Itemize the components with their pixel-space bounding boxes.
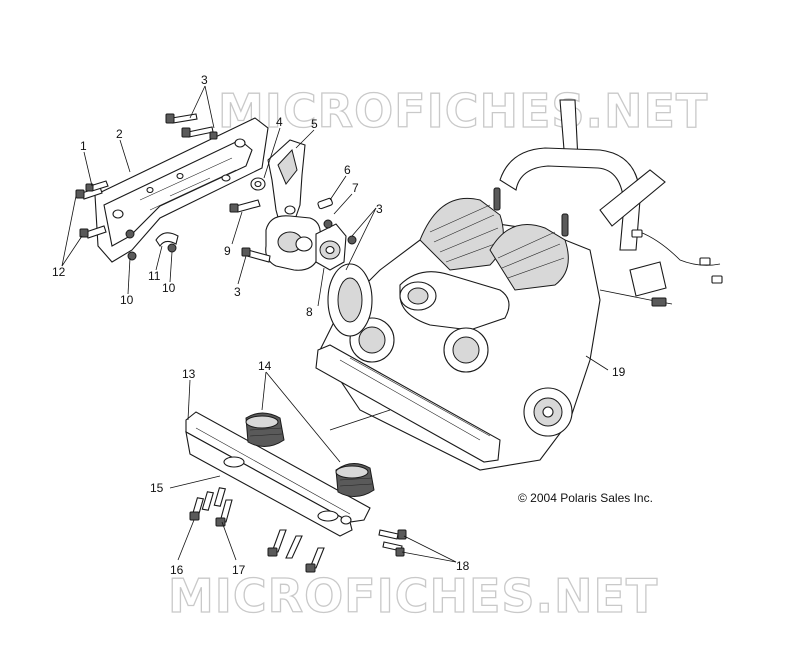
callout-5: 5 xyxy=(311,117,318,131)
mount-bar-13 xyxy=(185,411,371,537)
callout-3-lower: 3 xyxy=(234,285,241,299)
callout-10-right: 10 xyxy=(162,281,176,295)
clamp-11 xyxy=(155,232,179,248)
callout-6: 6 xyxy=(344,163,351,177)
engine-mount-assembly xyxy=(229,197,357,276)
callout-8: 8 xyxy=(306,305,313,319)
callout-9: 9 xyxy=(224,244,231,258)
washer-4 xyxy=(250,177,266,191)
bolt-set-lower-left xyxy=(189,487,233,527)
rubber-mount-14a xyxy=(245,412,285,447)
copyright-text: © 2004 Polaris Sales Inc. xyxy=(518,491,653,505)
callout-7: 7 xyxy=(352,181,359,195)
callout-3-top: 3 xyxy=(201,73,208,87)
callout-13: 13 xyxy=(182,367,196,381)
callout-4: 4 xyxy=(276,115,283,129)
callout-12: 12 xyxy=(52,265,66,279)
bolt-set-top xyxy=(165,113,218,140)
bracket-5 xyxy=(267,139,306,233)
callout-14: 14 xyxy=(258,359,272,373)
mounting-plate xyxy=(94,117,269,263)
callout-3-right: 3 xyxy=(376,202,383,216)
rubber-mount-14b xyxy=(335,463,375,497)
engine-assembly xyxy=(315,99,723,471)
watermark-top: MICROFICHES.NET xyxy=(218,84,708,138)
callout-10-left: 10 xyxy=(120,293,134,307)
callout-19: 19 xyxy=(612,365,626,379)
callout-11: 11 xyxy=(148,269,161,283)
callout-2: 2 xyxy=(116,127,123,141)
bolt-set-lower-right xyxy=(267,529,407,573)
bolt-set-left xyxy=(75,180,109,239)
watermark-bottom: MICROFICHES.NET xyxy=(168,569,658,623)
callout-16: 16 xyxy=(170,563,184,577)
leader-lines xyxy=(61,85,609,563)
callout-1: 1 xyxy=(80,139,87,153)
callout-17: 17 xyxy=(232,563,246,577)
callouts: 1 2 3 3 3 4 5 6 7 8 9 10 10 11 12 13 14 … xyxy=(52,73,626,577)
callout-18: 18 xyxy=(456,559,470,573)
callout-15: 15 xyxy=(150,481,164,495)
